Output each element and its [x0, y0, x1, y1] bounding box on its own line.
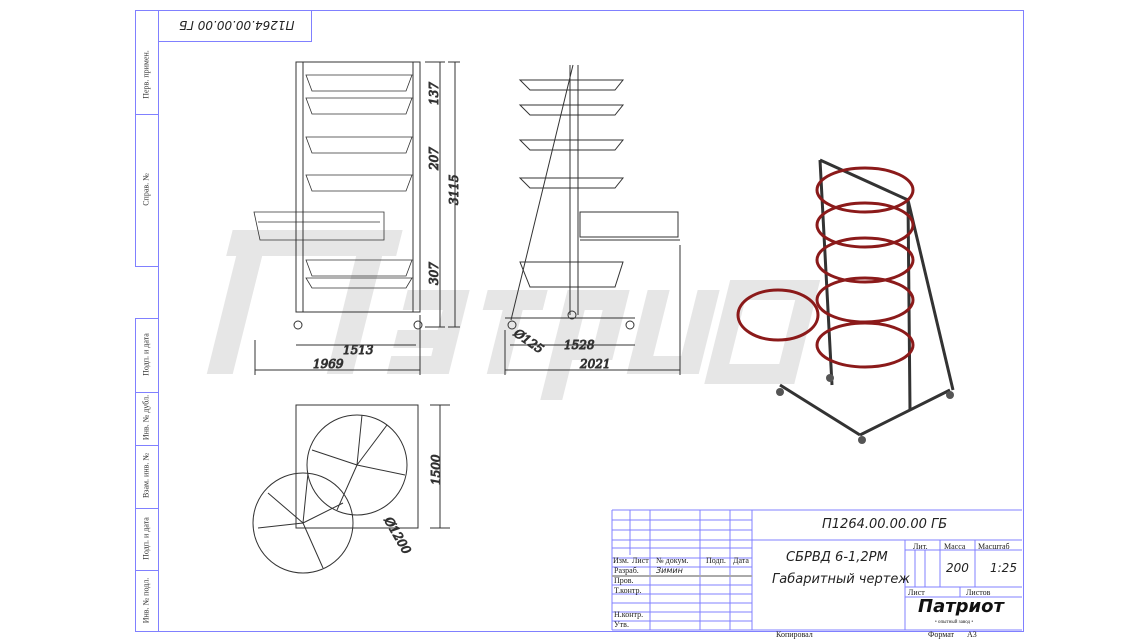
row-tkontr: Т.контр.	[614, 586, 642, 595]
front-view	[253, 61, 460, 375]
dim-2021: 2021	[579, 357, 611, 371]
margin-strip-top	[135, 10, 159, 267]
dim-1528: 1528	[564, 338, 595, 352]
dim-1969: 1969	[313, 357, 344, 371]
header-izm: Изм.	[613, 556, 629, 565]
dim-137: 137	[427, 82, 441, 105]
sheets-label: Листов	[966, 588, 991, 597]
dim-307: 307	[427, 262, 441, 285]
logo-subtitle: • опытный завод •	[935, 620, 974, 625]
dim-207: 207	[427, 147, 441, 171]
row-razrab: Разраб.	[614, 566, 639, 575]
copied-label: Копировал	[776, 630, 813, 639]
header-doc: № докум.	[656, 556, 689, 565]
dim-3115: 3115	[447, 174, 461, 205]
header-list: Лист	[632, 556, 649, 565]
format-label: Формат	[928, 630, 955, 639]
drawing-type: Габаритный чертеж	[772, 572, 911, 587]
mass-label: Масса	[944, 542, 966, 551]
drawing-frame	[158, 10, 1024, 632]
header-podp: Подп.	[706, 556, 726, 565]
row-prov: Пров.	[614, 576, 634, 585]
format-value: А3	[967, 630, 977, 639]
product-name: СБРВД 6-1,2РМ	[786, 550, 888, 565]
scale-label: Масштаб	[978, 542, 1010, 551]
margin-strip-bottom	[135, 318, 159, 632]
row-nkontr: Н.контр.	[614, 610, 644, 619]
row-utv: Утв.	[614, 620, 629, 629]
company-logo: Патриот	[918, 596, 1004, 617]
designation: П1264.00.00.00 ГБ	[822, 517, 948, 532]
lit-label: Лит.	[913, 542, 928, 551]
mass-value: 200	[946, 561, 969, 575]
dim-1513: 1513	[343, 343, 374, 357]
sheet-label: Лист	[908, 588, 925, 597]
top-view	[252, 404, 450, 574]
top-stamp: П1264.00.00.00 ГБ	[158, 10, 312, 42]
developer-name: Зимин	[656, 566, 683, 575]
side-view	[504, 64, 681, 375]
header-data: Дата	[733, 556, 749, 565]
dim-1500: 1500	[429, 454, 443, 485]
scale-value: 1:25	[990, 561, 1017, 575]
